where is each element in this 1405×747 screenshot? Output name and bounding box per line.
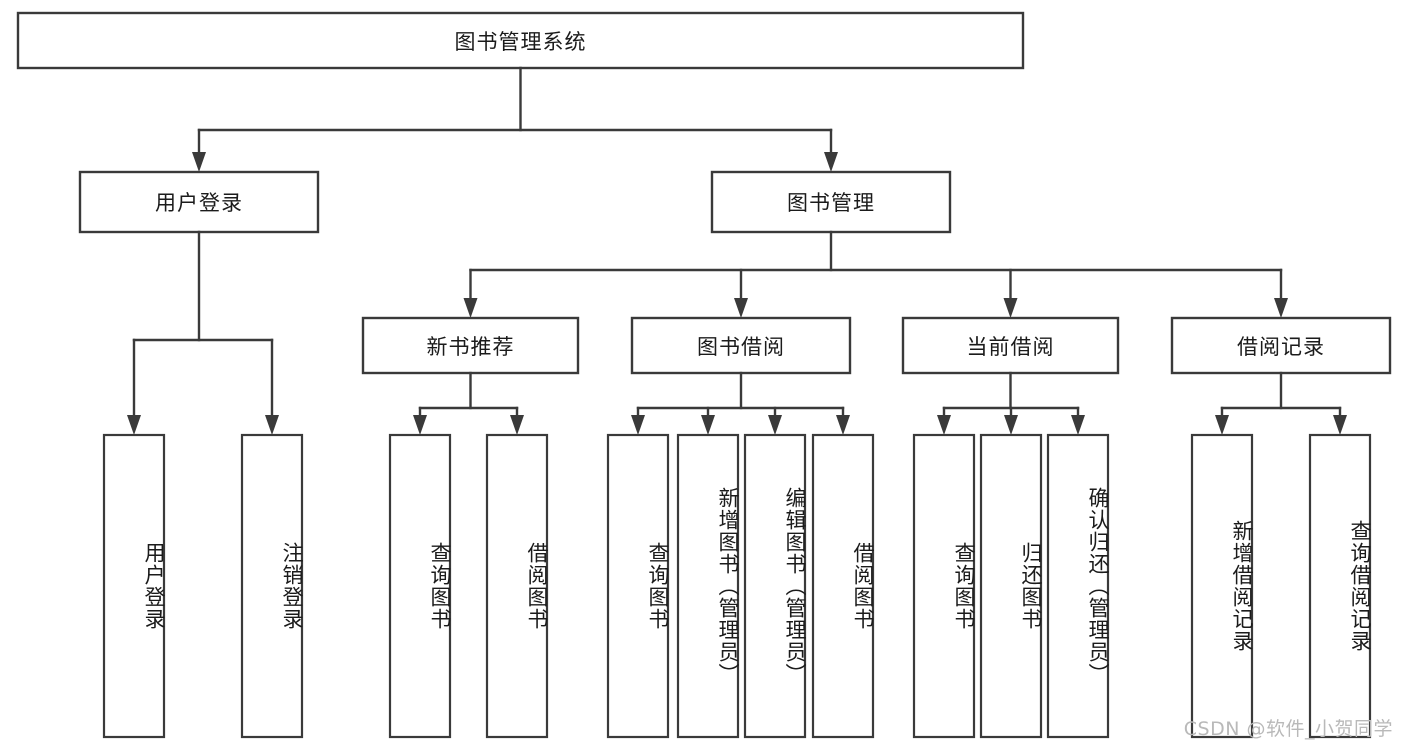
node-cb-return-book[interactable]: [979, 433, 1043, 739]
node-bb-query-book[interactable]: [606, 433, 670, 739]
arrow-head-current-borrow-0: [937, 415, 951, 435]
node-br-query-record[interactable]: [1308, 433, 1372, 739]
arrow-head-book-borrow-3: [836, 415, 850, 435]
node-root[interactable]: [16, 11, 1025, 70]
node-new-book-rec[interactable]: [361, 316, 580, 375]
arrow-head-book-borrow-2: [768, 415, 782, 435]
node-box-br-add-record[interactable]: [1190, 433, 1254, 739]
node-box-user-login-do[interactable]: [102, 433, 166, 739]
node-borrow-record[interactable]: [1170, 316, 1392, 375]
arrow-head-book-manage-2: [1003, 298, 1018, 318]
arrow-head-user-login-0: [127, 415, 141, 435]
node-current-borrow[interactable]: [901, 316, 1120, 375]
node-box-book-borrow[interactable]: [630, 316, 852, 375]
node-box-new-book-rec[interactable]: [361, 316, 580, 375]
node-box-book-manage[interactable]: [710, 170, 952, 234]
node-rec-query-book[interactable]: [388, 433, 452, 739]
node-br-add-record[interactable]: [1190, 433, 1254, 739]
node-book-borrow[interactable]: [630, 316, 852, 375]
arrow-head-book-borrow-1: [701, 415, 715, 435]
node-box-cb-query-book[interactable]: [912, 433, 976, 739]
arrow-head-new-book-rec-1: [510, 415, 524, 435]
arrow-head-book-manage-0: [463, 298, 478, 318]
node-box-cb-return-book[interactable]: [979, 433, 1043, 739]
node-box-br-query-record[interactable]: [1308, 433, 1372, 739]
node-box-cb-confirm-return[interactable]: [1046, 433, 1110, 739]
arrow-head-current-borrow-2: [1071, 415, 1085, 435]
node-box-rec-query-book[interactable]: [388, 433, 452, 739]
node-box-bb-add-book[interactable]: [676, 433, 740, 739]
node-box-user-logout[interactable]: [240, 433, 304, 739]
node-cb-query-book[interactable]: [912, 433, 976, 739]
arrow-head-book-borrow-0: [631, 415, 645, 435]
node-bb-add-book[interactable]: [676, 433, 740, 739]
arrow-head-book-manage-3: [1274, 298, 1288, 318]
node-user-logout[interactable]: [240, 433, 304, 739]
node-box-bb-query-book[interactable]: [606, 433, 670, 739]
arrow-head-user-login-1: [265, 415, 279, 435]
node-box-current-borrow[interactable]: [901, 316, 1120, 375]
node-bb-borrow-book[interactable]: [811, 433, 875, 739]
arrow-head-borrow-record-0: [1215, 415, 1229, 435]
node-cb-confirm-return[interactable]: [1046, 433, 1110, 739]
node-box-borrow-record[interactable]: [1170, 316, 1392, 375]
node-user-login[interactable]: [78, 170, 320, 234]
node-box-root[interactable]: [16, 11, 1025, 70]
node-bb-edit-book[interactable]: [743, 433, 807, 739]
arrow-head-new-book-rec-0: [413, 415, 427, 435]
arrow-head-current-borrow-1: [1004, 415, 1018, 435]
node-box-bb-edit-book[interactable]: [743, 433, 807, 739]
arrow-head-borrow-record-1: [1333, 415, 1347, 435]
node-rec-borrow-book[interactable]: [485, 433, 549, 739]
arrow-head-root-1: [824, 152, 838, 172]
node-box-bb-borrow-book[interactable]: [811, 433, 875, 739]
node-book-manage[interactable]: [710, 170, 952, 234]
arrow-head-root-0: [192, 152, 206, 172]
node-box-rec-borrow-book[interactable]: [485, 433, 549, 739]
node-box-user-login[interactable]: [78, 170, 320, 234]
arrow-head-book-manage-1: [734, 298, 748, 318]
node-user-login-do[interactable]: [102, 433, 166, 739]
